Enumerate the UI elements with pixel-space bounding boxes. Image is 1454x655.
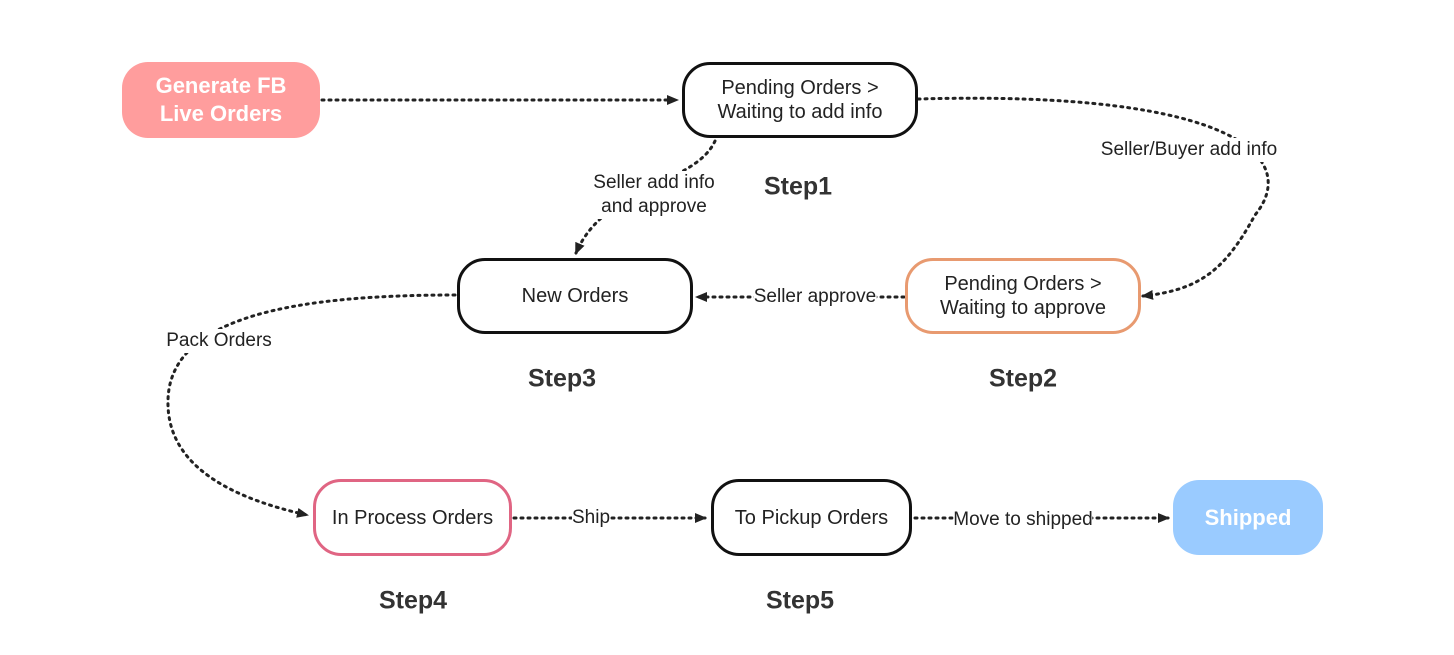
step4-caption: Step4 (378, 586, 448, 615)
edge-label-move-to-shipped: Move to shipped (953, 508, 1093, 532)
step5-caption: Step5 (765, 586, 835, 615)
step1-pending-add-info-node: Pending Orders > Waiting to add info (682, 62, 918, 138)
generate-fb-live-orders-node: Generate FB Live Orders (122, 62, 320, 138)
step2-pending-approve-node: Pending Orders > Waiting to approve (905, 258, 1141, 334)
step1-caption: Step1 (763, 172, 833, 201)
edge-step3-to-step4 (166, 293, 457, 518)
step3-new-orders-node: New Orders (457, 258, 693, 334)
step2-caption: Step2 (988, 364, 1058, 393)
step5-to-pickup-orders-node: To Pickup Orders (711, 479, 912, 556)
edge-label-seller-approve: Seller approve (753, 285, 877, 309)
step3-caption: Step3 (527, 364, 597, 393)
edge-label-seller-add-info-approve: Seller add info and approve (593, 171, 715, 219)
edge-label-pack-orders: Pack Orders (166, 329, 272, 353)
step4-in-process-orders-node: In Process Orders (313, 479, 512, 556)
edge-label-ship: Ship (571, 506, 611, 530)
edge-step1-to-step2 (916, 96, 1270, 300)
shipped-node: Shipped (1173, 480, 1323, 555)
edge-label-seller-buyer-add-info: Seller/Buyer add info (1100, 138, 1278, 162)
